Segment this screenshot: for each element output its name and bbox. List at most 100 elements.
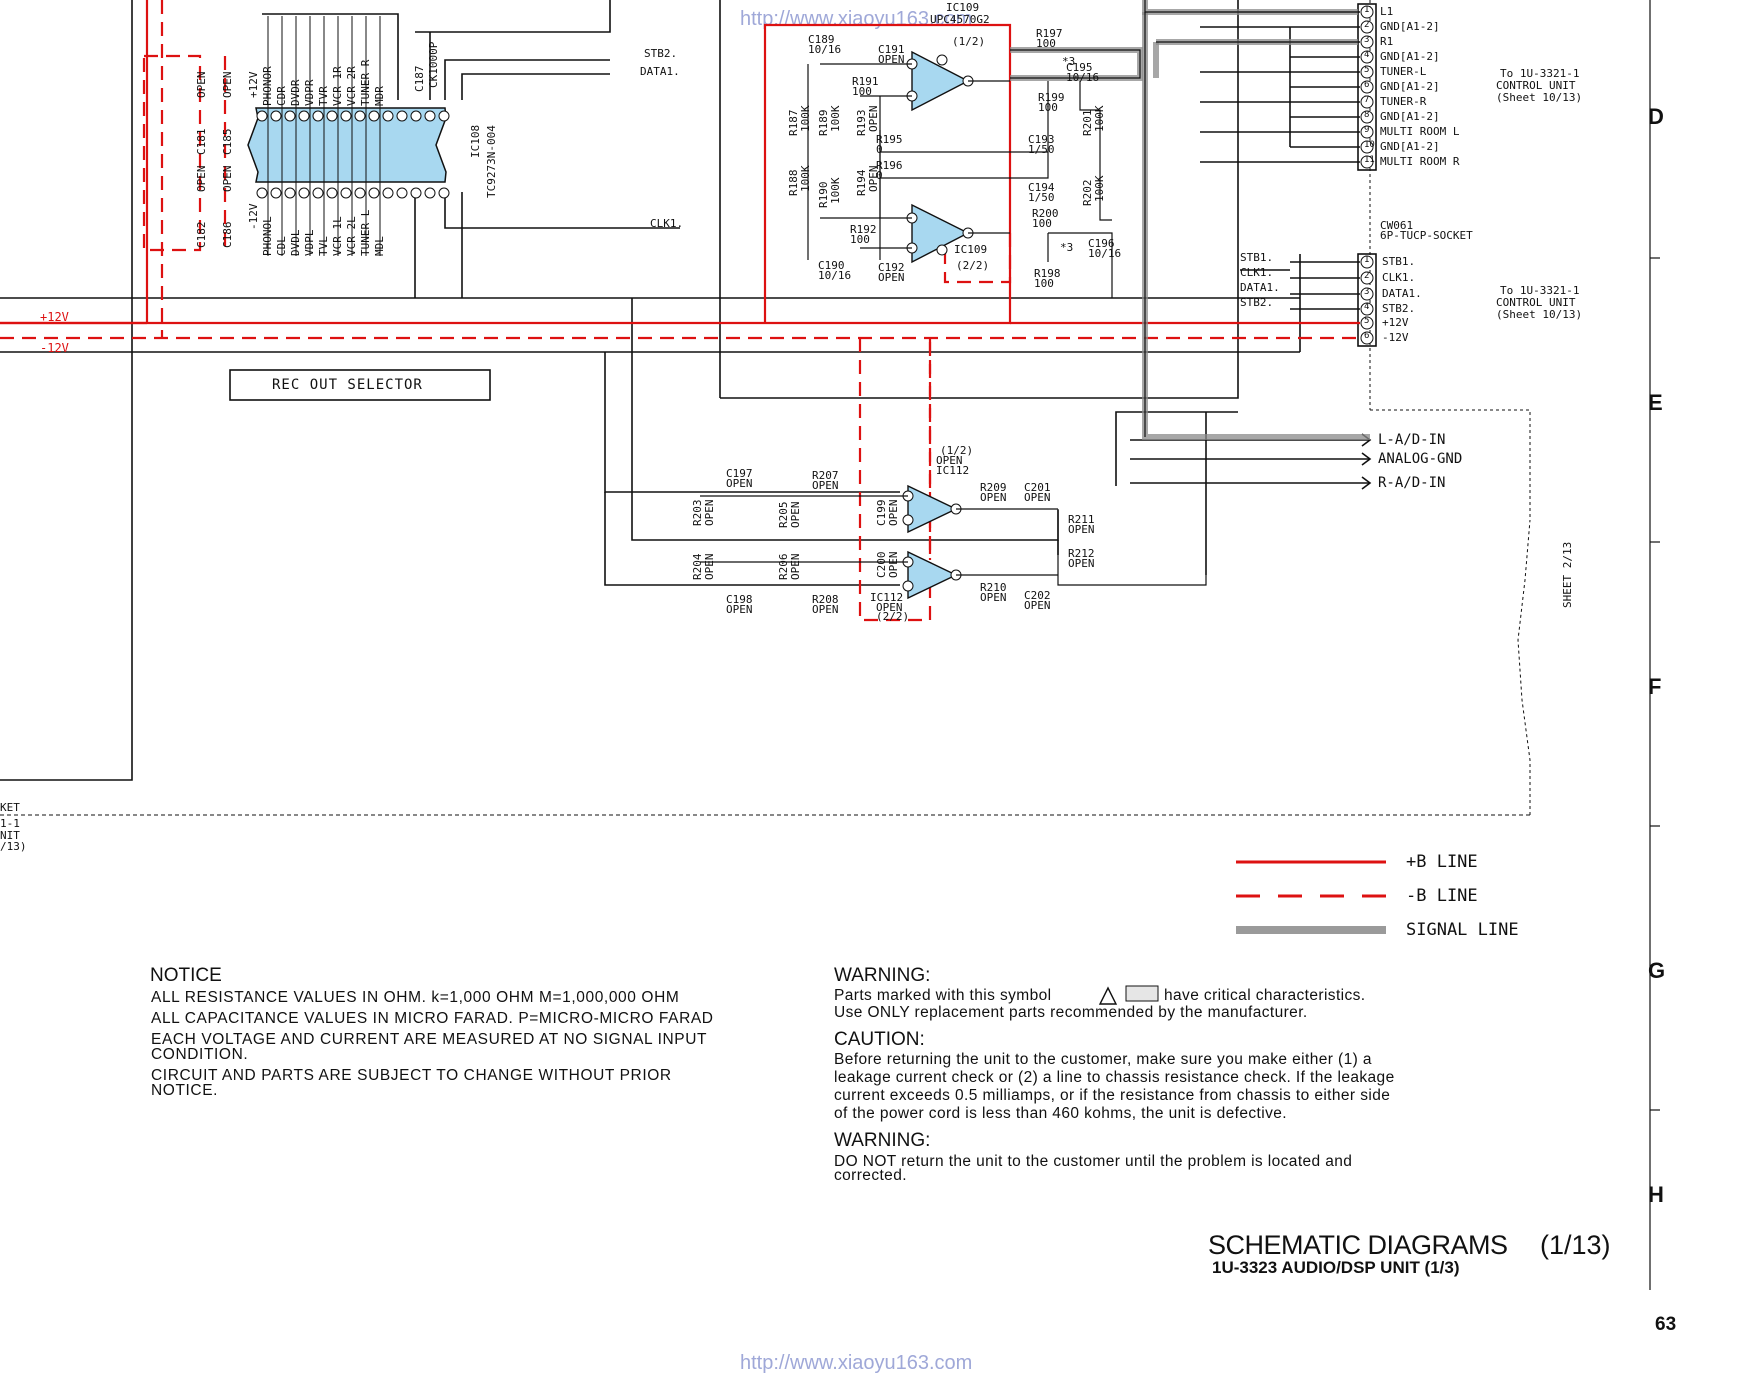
ic112-part-value: OPEN (1024, 599, 1051, 612)
ic108-pin-top-label: PHONOR (261, 66, 274, 106)
star3-label: *3 (1062, 55, 1076, 68)
warning1-line1a: Parts marked with this symbol (834, 987, 1052, 1004)
ic112-part-ref: R207 (812, 469, 839, 482)
ic109-part-ref: R197 (1036, 27, 1063, 40)
ic112-part-value: OPEN (887, 499, 900, 527)
warning2-line-2: corrected. (834, 1167, 907, 1184)
notice-line-2: ALL CAPACITANCE VALUES IN MICRO FARAD. P… (151, 1010, 714, 1027)
left-component-label: OPEN (195, 165, 208, 193)
cw061-pin-label: DATA1. (1382, 287, 1422, 300)
ic108-pin-bottom-label: VCR-1L (331, 216, 344, 256)
ic109-part-value: 100 (1034, 277, 1054, 290)
ic112-part-ref: R211 (1068, 513, 1095, 526)
output-r-ad-in: R-A/D-IN (1378, 475, 1446, 491)
ic112-part-ref: R210 (980, 581, 1007, 594)
ic109-part-ref: R200 (1032, 207, 1059, 220)
ic109-part-value: 100 (1036, 37, 1056, 50)
connector-top-pin-number: 11 (1364, 155, 1375, 165)
ic109-part-value: 10/16 (1088, 247, 1122, 260)
signal-data1: DATA1. (640, 65, 680, 78)
footer-title-page: (1/13) (1540, 1230, 1611, 1260)
ic112-part-ref: C199 (875, 499, 888, 527)
row-letter-h: H (1648, 1182, 1664, 1207)
ic108-pin-bottom-label: TVL (317, 236, 330, 256)
notice-line-6: NOTICE. (151, 1082, 219, 1099)
cw061-pin-number: 2 (1364, 271, 1370, 281)
cw061-pin-label: +12V (1382, 316, 1409, 329)
cw061-pin-number: 4 (1364, 302, 1370, 312)
cw061-name: CW061 (1380, 219, 1414, 232)
row-letter-e: E (1648, 390, 1663, 415)
ic112-part-value: OPEN (1068, 557, 1095, 570)
ic109-part-ref: R198 (1034, 267, 1061, 280)
left-cut-1: KET (0, 801, 20, 814)
left-component-label: C181 (195, 128, 208, 156)
ic112-name-2: IC112 (870, 591, 904, 604)
notice-line-5: CIRCUIT AND PARTS ARE SUBJECT TO CHANGE … (151, 1067, 672, 1084)
cw061-type: 6P-TUCP-SOCKET (1380, 229, 1473, 242)
connector-top-pin-number: 5 (1364, 65, 1370, 75)
ic109-part-ref: C189 (808, 33, 835, 46)
ic112-open-2: OPEN (876, 601, 903, 614)
cw061-pin-label: CLK1. (1382, 271, 1416, 284)
row-letter-g: G (1648, 958, 1666, 983)
ic108-pin-bottom-label: CDL (275, 236, 288, 256)
ic108-pin-top-label: TUNER-R (359, 59, 372, 106)
connector-top-pin-label: TUNER-L (1380, 65, 1427, 78)
caution-line-1: Before returning the unit to the custome… (834, 1051, 1372, 1068)
ic109-part: UPC4570G2 (930, 13, 990, 26)
ic109-part-ref: C192 (878, 261, 905, 274)
ic109-part-value: OPEN (867, 105, 880, 133)
cw061-to1: To 1U-3321-1 (1500, 284, 1580, 297)
ic109-part-ref: R195 (876, 133, 903, 146)
caution-title: CAUTION: (834, 1029, 925, 1050)
ic112-part-value: OPEN (726, 603, 753, 616)
ic109-part-ref: C190 (818, 259, 845, 272)
cw061-pin-number: 6 (1364, 331, 1370, 341)
ic109-half2: (2/2) (956, 259, 990, 272)
conn-top-to3: (Sheet 10/13) (1496, 91, 1583, 104)
output-l-ad-in: L-A/D-IN (1378, 432, 1446, 448)
ic109-name: IC109 (946, 1, 980, 14)
ic112-part-ref: C198 (726, 593, 753, 606)
connector-top-pin-label: MULTI ROOM R (1380, 155, 1460, 168)
plus12v-label: +12V (40, 310, 69, 324)
ic112-half2: (2/2) (876, 610, 910, 623)
ic108-pin-bottom-label: TUNER-L (359, 209, 372, 256)
ic109-part-value: 0 (876, 169, 883, 182)
ic109-part-ref: R202 (1081, 179, 1094, 207)
left-component-label: OPEN (221, 165, 234, 193)
left-cut-2: 1-1 (0, 817, 20, 830)
footer-subtitle: 1U-3323 AUDIO/DSP UNIT (1/3) (1212, 1258, 1460, 1277)
connector-top-pin-number: 3 (1364, 35, 1370, 45)
cw061-pin-number: 5 (1364, 316, 1370, 326)
connector-top-pin-number: 1 (1364, 5, 1370, 15)
ic108-pin-bottom-label: VDPL (303, 229, 316, 257)
left-component-label: -12V (247, 203, 260, 231)
left-cut-4: /13) (0, 840, 27, 853)
ic108-pin-top-label: VCR-2R (345, 66, 358, 106)
connector-top-pin-label: GND[A1-2] (1380, 50, 1440, 63)
ic112-part-ref: R203 (691, 499, 704, 527)
connector-top-pin-label: L1 (1380, 5, 1394, 18)
ic112-part-value: OPEN (980, 591, 1007, 604)
ic109-part-value: 100K (1093, 105, 1106, 133)
ic109-half1: (1/2) (952, 35, 986, 48)
ic109-part-ref: R191 (852, 75, 879, 88)
ic109-part-value: 1/50 (1028, 191, 1055, 204)
caution-line-4: of the power cord is less than 460 kohms… (834, 1105, 1287, 1122)
ic108-name: IC108 (469, 124, 482, 158)
rec-out-selector-label: REC OUT SELECTOR (272, 377, 423, 393)
cw061-left-label: CLK1. (1240, 266, 1274, 279)
star3-label: *3 (1060, 241, 1074, 254)
ic112-part-value: OPEN (812, 479, 839, 492)
ic112-open: OPEN (936, 454, 963, 467)
ic112-part-value: OPEN (1024, 491, 1051, 504)
notice-line-1: ALL RESISTANCE VALUES IN OHM. k=1,000 OH… (151, 989, 680, 1006)
left-component-label: C182 (195, 221, 208, 249)
ic112-part-value: OPEN (703, 553, 716, 581)
connector-top-pin-label: TUNER-R (1380, 95, 1427, 108)
ic109-part-ref: R193 (855, 109, 868, 137)
ic109-part-value: 1/50 (1028, 143, 1055, 156)
ic112-part-ref: C200 (875, 551, 888, 579)
